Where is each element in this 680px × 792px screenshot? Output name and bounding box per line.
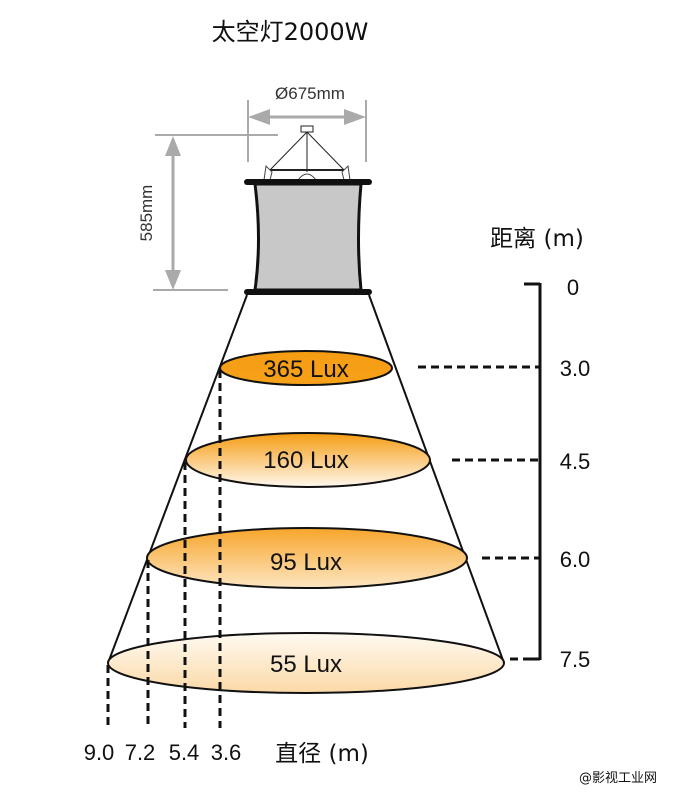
distance-axis-label: 距离 (m)	[490, 226, 584, 252]
light-circle-3.0m	[219, 350, 393, 386]
light-circle-6.0m	[146, 527, 468, 589]
distance-guides	[418, 365, 540, 661]
lux-label: 160 Lux	[263, 447, 348, 474]
distance-tick: 0	[567, 275, 579, 300]
light-circle-4.5m	[185, 432, 431, 488]
diameter-tick: 7.2	[125, 740, 156, 765]
distance-scale	[524, 282, 542, 661]
lux-label: 95 Lux	[270, 549, 342, 576]
distance-tick: 4.5	[560, 449, 591, 474]
cone-right-edge	[368, 294, 505, 664]
diameter-guides	[106, 370, 222, 728]
lux-label: 365 Lux	[263, 356, 348, 383]
lamp-illustration	[244, 125, 372, 295]
cone-left-edge	[107, 294, 248, 664]
watermark: @影视工业网	[579, 771, 657, 786]
light-circle-7.5m	[107, 632, 505, 694]
title: 太空灯2000W	[212, 18, 369, 46]
lux-label: 55 Lux	[270, 651, 342, 678]
diameter-dimension: Ø675mm	[275, 84, 345, 103]
distance-tick: 7.5	[560, 647, 591, 672]
distance-tick: 6.0	[560, 547, 591, 572]
diameter-axis-label: 直径 (m)	[275, 741, 369, 767]
height-dimension: 585mm	[137, 185, 156, 242]
diameter-tick: 5.4	[169, 740, 200, 765]
distance-tick: 3.0	[560, 356, 591, 381]
diameter-tick: 3.6	[211, 740, 242, 765]
diameter-tick: 9.0	[84, 740, 115, 765]
dimension-lines	[153, 100, 367, 291]
